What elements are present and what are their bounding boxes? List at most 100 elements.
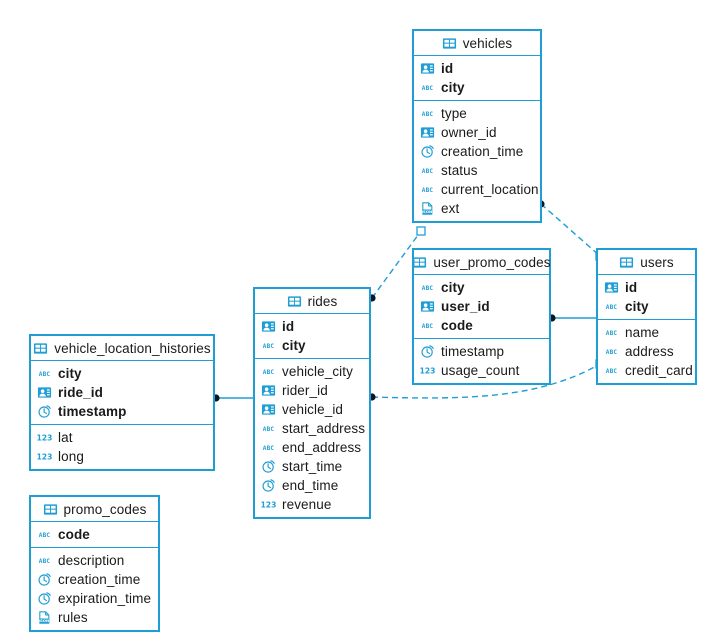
svg-text:JSON: JSON <box>38 618 50 623</box>
clock-icon <box>261 478 276 493</box>
field-row[interactable]: expiration_time <box>31 589 158 608</box>
svg-text:ABC: ABC <box>606 330 618 337</box>
field-row[interactable]: end_time <box>255 476 369 495</box>
field-row[interactable]: user_id <box>414 297 549 316</box>
table-header[interactable]: users <box>598 250 695 275</box>
field-name: city <box>58 366 82 381</box>
field-name: timestamp <box>58 404 127 419</box>
field-row[interactable]: start_time <box>255 457 369 476</box>
field-row[interactable]: creation_time <box>414 142 540 161</box>
field-name: owner_id <box>441 125 497 140</box>
abc-string-icon: ABC <box>604 299 619 314</box>
field-row[interactable]: id <box>598 278 695 297</box>
id-card-icon <box>420 61 435 76</box>
id-card-icon <box>604 280 619 295</box>
field-row[interactable]: JSON rules <box>31 608 158 627</box>
svg-text:ABC: ABC <box>39 532 51 539</box>
field-name: timestamp <box>441 344 505 359</box>
id-card-icon <box>420 125 435 140</box>
field-name: type <box>441 106 467 121</box>
field-row[interactable]: timestamp <box>414 342 549 361</box>
clock-icon <box>37 591 52 606</box>
table-header[interactable]: vehicle_location_histories <box>31 336 213 361</box>
svg-text:ABC: ABC <box>39 558 51 565</box>
svg-text:123: 123 <box>261 501 276 510</box>
field-row[interactable]: id <box>414 59 540 78</box>
field-name: description <box>58 553 125 568</box>
field-name: rules <box>58 610 88 625</box>
field-row[interactable]: rider_id <box>255 381 369 400</box>
table-title: user_promo_codes <box>433 254 551 270</box>
field-row[interactable]: ride_id <box>31 383 213 402</box>
field-row[interactable]: creation_time <box>31 570 158 589</box>
field-name: vehicle_city <box>282 364 353 379</box>
svg-text:JSON: JSON <box>421 209 433 214</box>
field-name: lat <box>58 430 73 445</box>
table-header[interactable]: promo_codes <box>31 497 158 522</box>
field-row[interactable]: ABC city <box>598 297 695 316</box>
svg-text:ABC: ABC <box>263 445 275 452</box>
field-row[interactable]: owner_id <box>414 123 540 142</box>
relationship-upc-to-users[interactable] <box>548 314 596 322</box>
relationship-vlh-to-rides[interactable] <box>212 394 253 402</box>
field-row[interactable]: vehicle_id <box>255 400 369 419</box>
field-name: city <box>441 280 465 295</box>
abc-string-icon: ABC <box>420 182 435 197</box>
svg-text:ABC: ABC <box>422 85 434 92</box>
table-header[interactable]: rides <box>255 289 369 314</box>
field-row[interactable]: id <box>255 317 369 336</box>
field-row[interactable]: ABC description <box>31 551 158 570</box>
field-name: code <box>441 318 473 333</box>
123-number-icon: 123 <box>420 363 435 378</box>
table-title: promo_codes <box>63 501 147 517</box>
field-name: city <box>282 338 306 353</box>
abc-string-icon: ABC <box>261 440 276 455</box>
field-name: id <box>625 280 638 295</box>
svg-text:ABC: ABC <box>422 285 434 292</box>
clock-icon <box>420 344 435 359</box>
abc-string-icon: ABC <box>37 553 52 568</box>
table-header[interactable]: user_promo_codes <box>413 250 551 275</box>
abc-string-icon: ABC <box>604 344 619 359</box>
field-name: id <box>441 61 454 76</box>
table-grid-icon <box>33 341 48 356</box>
table-header[interactable]: vehicles <box>414 31 540 56</box>
field-name: city <box>625 299 649 314</box>
table-grid-icon <box>442 36 457 51</box>
field-row[interactable]: ABC city <box>414 278 549 297</box>
id-card-icon <box>261 383 276 398</box>
field-row[interactable]: timestamp <box>31 402 213 421</box>
svg-text:ABC: ABC <box>606 349 618 356</box>
clock-icon <box>261 459 276 474</box>
table-grid-icon <box>619 255 634 270</box>
